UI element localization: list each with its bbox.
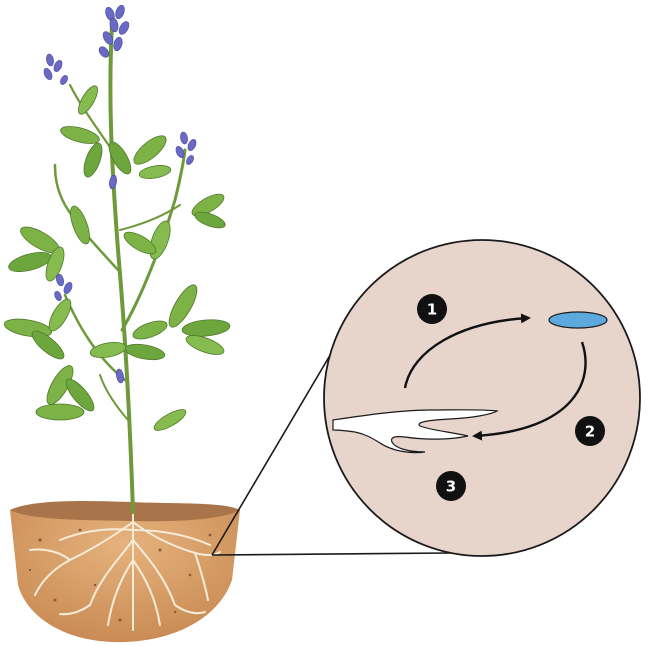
flower-cluster bbox=[42, 53, 69, 85]
inset-magnification: 1 2 3 bbox=[324, 240, 640, 556]
bacterium-icon bbox=[549, 312, 607, 328]
flower-bud bbox=[108, 174, 117, 189]
step-label: 2 bbox=[585, 423, 595, 441]
soil-clump bbox=[10, 501, 240, 642]
flower-cluster bbox=[97, 4, 131, 59]
plant-illustration bbox=[3, 4, 231, 512]
step-label: 3 bbox=[446, 478, 456, 496]
flower-cluster bbox=[53, 273, 74, 302]
step-badge-1: 1 bbox=[417, 294, 447, 324]
step-label: 1 bbox=[427, 301, 437, 319]
inset-circle bbox=[324, 240, 640, 556]
step-badge-3: 3 bbox=[436, 471, 466, 501]
flower-cluster bbox=[174, 131, 197, 165]
flower-bud bbox=[115, 368, 124, 383]
plant-stems bbox=[55, 25, 185, 512]
step-badge-2: 2 bbox=[575, 416, 605, 446]
